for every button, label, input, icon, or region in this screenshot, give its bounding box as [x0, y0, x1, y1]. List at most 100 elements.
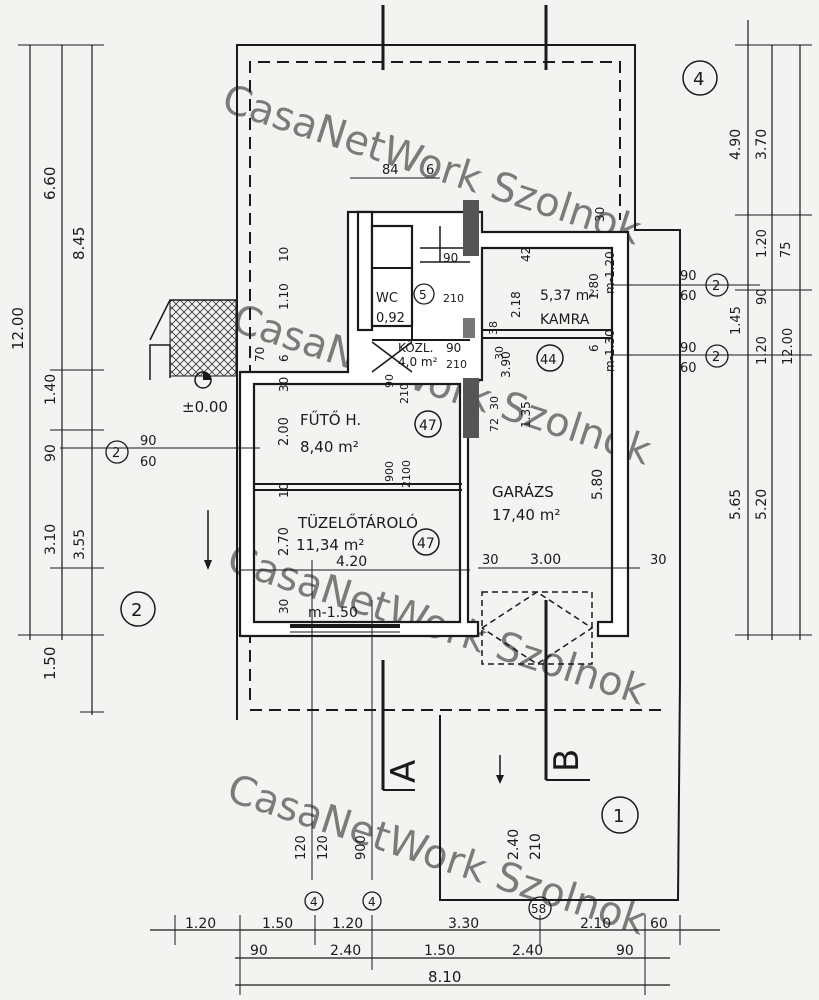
door-futo-b: 210: [398, 383, 411, 404]
window2-top: 90: [680, 341, 697, 356]
entrance-stair: [149, 299, 237, 389]
dim-42: 42: [519, 247, 533, 262]
room-garazs-name: GARÁZS: [492, 482, 554, 501]
room-kozl-name: KÖZL.: [398, 339, 433, 355]
marker-4-top-label: 4: [693, 69, 704, 90]
door-tuzelo-a: 900: [383, 461, 396, 482]
room-futo-name: FŰTŐ H.: [300, 409, 361, 429]
door-tuzelo-b: 2100: [400, 460, 413, 488]
dim-180: 1.80: [587, 273, 601, 300]
dim-bottom-240a: 2.40: [330, 943, 361, 959]
door-kozl-b: 210: [446, 358, 467, 371]
room-garazs-marker: [536, 344, 564, 372]
dim-vert-240: 2.40: [506, 829, 522, 860]
level-m150: m-1.50: [308, 605, 358, 621]
dim-right-120b: 1.20: [755, 336, 770, 365]
level-m120: m-1.20: [603, 251, 617, 294]
dim-6: 6: [426, 163, 434, 178]
dim-420: 4.20: [336, 554, 367, 570]
dim-bottom-total: 8.10: [428, 968, 461, 986]
dim-30b: 30: [277, 377, 291, 392]
marker-4-top: [682, 60, 718, 96]
dim-left-150: 1.50: [41, 647, 59, 680]
window2-code: 2: [712, 350, 720, 365]
marker-58-label: 58: [531, 902, 546, 916]
marker-2-left-label: 2: [131, 600, 142, 621]
dim-right-520: 5.20: [754, 489, 770, 520]
dim-left-355: 3.55: [72, 529, 88, 560]
marker-4-bottom-a: [304, 891, 324, 911]
dim-right-145: 1.45: [729, 306, 744, 335]
dim-right-565: 5.65: [728, 489, 744, 520]
room-kamra-area: 5,37 m²: [540, 288, 595, 304]
dim-bottom-150a: 1.50: [262, 916, 293, 932]
inner-dimension-lines: [240, 177, 640, 571]
room-tuzelo-code: 47: [417, 536, 435, 552]
dim-6b: 6: [587, 344, 601, 352]
dim-bottom-60: 60: [650, 916, 668, 932]
dim-38: 38: [487, 321, 500, 335]
door-kozl-a: 90: [446, 341, 461, 355]
dim-84: 84: [382, 163, 399, 178]
bottom-dimension-lines: [150, 560, 720, 995]
dim-110: 1.10: [277, 283, 291, 310]
dim-bottom-210: 2.10: [580, 916, 611, 932]
room-wc-name: WC: [376, 291, 398, 306]
room-tuzelo-name: TÜZELŐTÁROLÓ: [297, 512, 418, 532]
section-a-label: A: [384, 760, 424, 783]
dim-right-490: 4.90: [728, 129, 744, 160]
dim-270: 2.70: [277, 527, 292, 556]
dim-left-660: 6.60: [41, 167, 59, 200]
marker-58: [528, 896, 552, 920]
dim-bottom-330: 3.30: [448, 916, 479, 932]
column: [463, 318, 475, 338]
marker-2-left: [120, 591, 156, 627]
room-garazs-area: 17,40 m²: [492, 506, 560, 524]
room-wc-marker: [413, 283, 435, 305]
section-b-label: B: [547, 749, 587, 772]
dim-left-90: 90: [43, 444, 59, 462]
room-garazs-code: 44: [540, 353, 557, 368]
dim-vert-120a: 120: [294, 835, 309, 860]
section-lines: [381, 5, 590, 791]
dim-30c: 30: [277, 599, 291, 614]
direction-arrows: [204, 510, 504, 784]
dim-bottom-150b: 1.50: [424, 943, 455, 959]
dim-vert-210: 210: [528, 833, 544, 860]
dim-right-75: 75: [779, 241, 794, 258]
dim-30e: 30: [650, 553, 667, 568]
dim-390: 3.90: [499, 351, 513, 378]
dim-bottom-90a: 90: [250, 943, 268, 959]
dim-left-1200: 12.00: [9, 307, 27, 350]
window1-marker: [705, 273, 729, 297]
window2-bot: 60: [680, 361, 697, 376]
dim-580: 5.80: [590, 469, 606, 500]
dim-300: 3.00: [530, 552, 561, 568]
dim-10b: 10: [277, 483, 291, 498]
window2-marker: [705, 344, 729, 368]
dim-6a: 6: [277, 354, 291, 362]
dim-right-90: 90: [755, 288, 770, 305]
room-futo-marker: [414, 410, 442, 438]
marker-4-bottom-b-label: 4: [368, 895, 376, 909]
window1-top: 90: [680, 269, 697, 284]
dim-bottom-120b: 1.20: [332, 916, 363, 932]
dim-vert-120b: 120: [316, 835, 331, 860]
window3-bot: 60: [140, 455, 157, 470]
dim-left-140: 1.40: [43, 374, 59, 405]
dim-left-310: 3.10: [43, 524, 59, 555]
left-dimension-lines: [18, 44, 260, 715]
dim-135: 1.35: [519, 401, 533, 428]
window3-top: 90: [140, 434, 157, 449]
door-wc-b: 210: [443, 292, 464, 305]
dim-bottom-240b: 2.40: [512, 943, 543, 959]
dim-70: 70: [253, 347, 267, 362]
dim-218: 2.18: [509, 291, 523, 318]
window1-bot: 60: [680, 289, 697, 304]
level-zero: ±0.00: [182, 398, 228, 416]
room-kamra-name: KAMRA: [540, 312, 590, 328]
dim-30d: 30: [482, 553, 499, 568]
window1-code: 2: [712, 279, 720, 294]
window3-marker: [105, 440, 129, 464]
